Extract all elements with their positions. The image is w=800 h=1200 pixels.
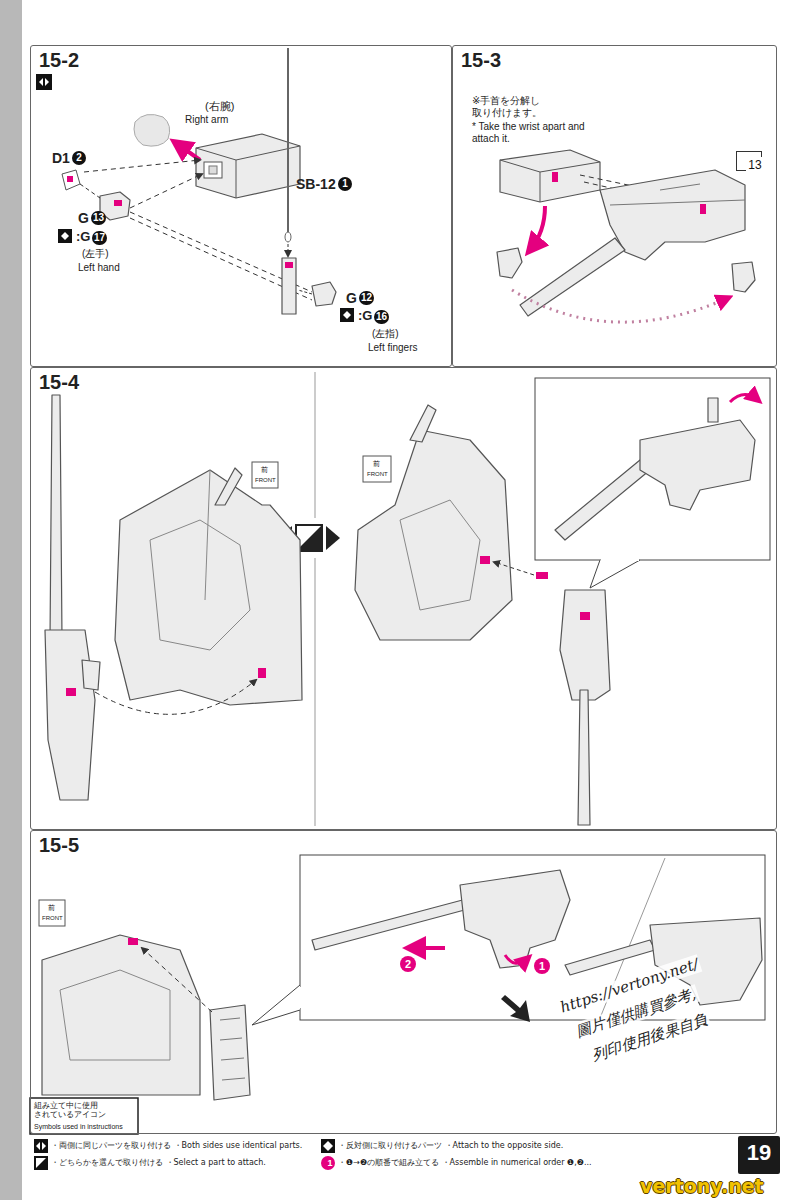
legend-icon <box>34 1139 51 1154</box>
step-panel: 15-3 13 <box>452 45 777 367</box>
runner-code: G <box>78 210 89 226</box>
front-mark: FRONT <box>367 471 388 478</box>
note: * Take the wrist apart and attach it. <box>472 121 594 144</box>
step-number: 15-5 <box>37 834 81 856</box>
runner-code: D1 <box>52 150 70 166</box>
legend-item: ・❶→❷の順番で組み立てる ・Assemble in numerical ord… <box>321 1156 592 1171</box>
part-number: 12 <box>359 291 374 305</box>
runner-code: :G <box>76 230 90 245</box>
part-number: 1 <box>338 177 352 191</box>
legend-icon <box>34 1156 51 1171</box>
runner-code: SB-12 <box>296 176 336 192</box>
runner-code: G <box>346 290 357 306</box>
legend-text: ・反対側に取り付けるパーツ ・Attach to the opposite si… <box>338 1141 563 1150</box>
legend-icon <box>321 1139 338 1154</box>
part-number: 13 <box>746 157 763 173</box>
front-mark: 前 <box>48 904 55 912</box>
note: ※手首を分解し 取り付けます。 <box>472 95 554 118</box>
step-number: 15-4 <box>37 371 81 393</box>
part-label: (左手) <box>82 248 109 260</box>
part-label: Right arm <box>185 114 228 126</box>
part-label: (右腕) <box>205 100 234 113</box>
part-label: Left fingers <box>368 342 417 354</box>
runner-code: :G <box>358 309 372 324</box>
legend-title: Symbols used in instructions <box>34 1123 123 1131</box>
step-panel: 15-4 <box>30 367 777 830</box>
step-order: 2 <box>400 956 416 972</box>
part-label: (左指) <box>372 328 399 340</box>
legend-item: ・どちらかを選んで取り付ける ・Select a part to attach. <box>34 1156 266 1171</box>
front-mark: 前 <box>373 460 380 468</box>
step-number: 15-2 <box>37 49 81 71</box>
legend-text: ・❶→❷の順番で組み立てる ・Assemble in numerical ord… <box>338 1158 592 1167</box>
legend-title: 組み立て中に使用 されているアイコン <box>34 1101 114 1119</box>
step-number: 15-3 <box>459 49 503 71</box>
part-number: 17 <box>92 231 107 245</box>
watermark: vertony.net <box>640 1176 764 1197</box>
front-mark: FRONT <box>255 477 276 484</box>
callout-box: 13 <box>736 151 762 171</box>
legend-text: ・どちらかを選んで取り付ける ・Select a part to attach. <box>51 1158 266 1167</box>
step-order: 1 <box>534 958 550 974</box>
part-number: 16 <box>374 310 389 324</box>
legend-text: ・両側に同じパーツを取り付ける ・Both sides use identica… <box>51 1141 302 1150</box>
page-number: 19 <box>738 1136 780 1174</box>
part-number: 13 <box>91 211 106 225</box>
part-label: Left hand <box>78 262 120 274</box>
legend-item: ・反対側に取り付けるパーツ ・Attach to the opposite si… <box>321 1139 563 1154</box>
part-number: 2 <box>72 151 86 165</box>
part-number: 19 <box>747 1136 771 1170</box>
front-mark: 前 <box>261 466 268 474</box>
legend-item: ・両側に同じパーツを取り付ける ・Both sides use identica… <box>34 1139 302 1154</box>
legend-icon-number: 1 <box>324 1157 336 1169</box>
front-mark: FRONT <box>42 915 63 922</box>
